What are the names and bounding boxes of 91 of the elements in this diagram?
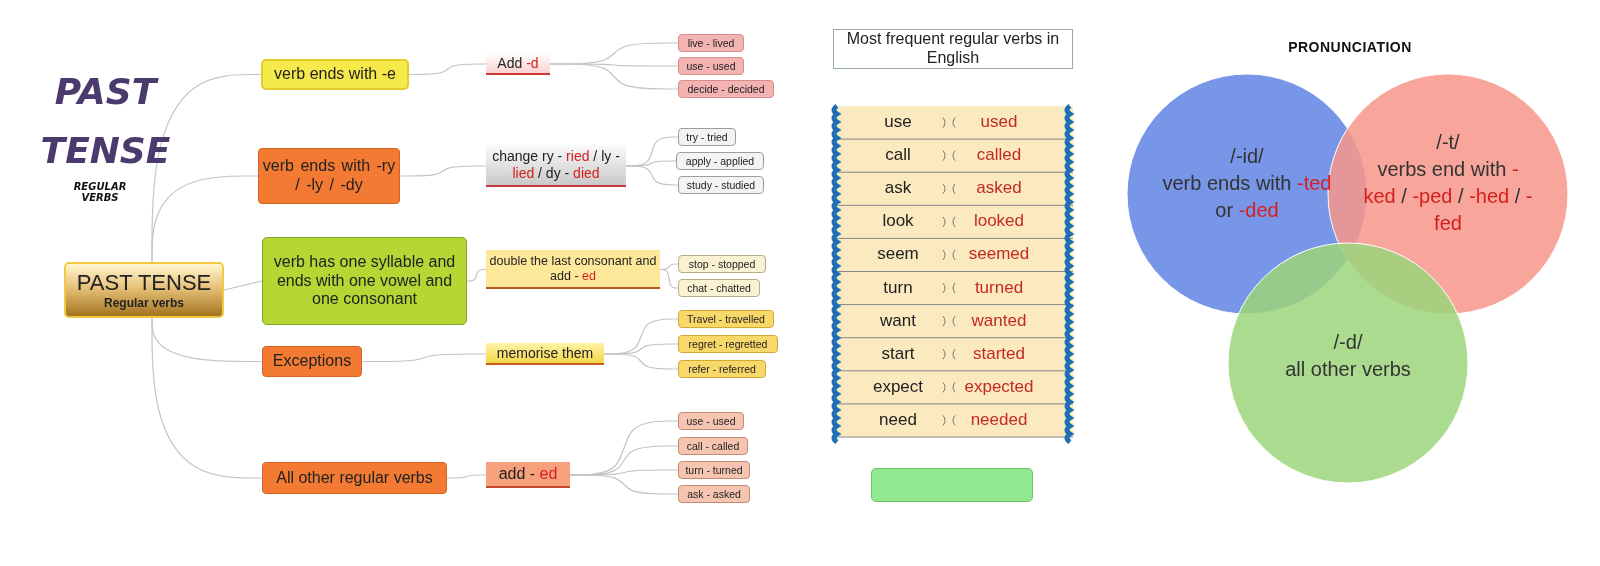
past-form-text: turned (973, 277, 1025, 298)
past-form-text: started (972, 343, 1026, 364)
past-form-text: seemed (967, 244, 1031, 265)
node-text: regret - regretted (687, 337, 769, 351)
example-box (678, 461, 750, 479)
past-form-text: needed (969, 409, 1029, 430)
central-topic-box (64, 262, 224, 318)
node-text: All other regular verbs (275, 468, 434, 488)
example-box (678, 412, 744, 430)
verb-text: start (880, 343, 916, 364)
title-text: PAST TENSE (39, 70, 172, 174)
example-box (678, 360, 766, 378)
example-box (678, 485, 750, 503)
connector-line (659, 268, 679, 289)
node-text: use - used (685, 59, 737, 73)
example-box (678, 335, 778, 353)
branch-box (261, 59, 409, 90)
verb-text: ask (883, 178, 913, 199)
example-box (676, 152, 764, 170)
node-text: use - used (685, 414, 737, 428)
topic-subtitle: Regular verbs (102, 295, 185, 311)
node-text: Most frequent regular verbs in English (845, 30, 1061, 68)
connector-line (151, 317, 263, 479)
node-text: verb ends with -ry / -ly / -dy (261, 157, 397, 195)
section-heading: PRONUNCIATION (1287, 39, 1413, 55)
node-text: verb has one syllable and ends with one vowel and one consonant (272, 252, 457, 310)
verb-text: look (881, 211, 915, 232)
connector-line (446, 474, 487, 479)
past-form-text: called (975, 145, 1023, 166)
connector-line (466, 268, 487, 282)
example-box (678, 437, 748, 455)
node-text: try - tried (685, 130, 729, 144)
verb-text: expect (871, 376, 925, 397)
node-text: add - ed (497, 464, 559, 484)
node-text: study - studied (685, 178, 757, 192)
sound-label: /-id/ (1229, 143, 1265, 169)
rule-text: verbs end with -ked / -ped / -hed / -fed (1362, 157, 1534, 236)
branch-box (258, 148, 400, 204)
node-text: call - called (685, 439, 741, 453)
node-text: turn - turned (684, 463, 744, 477)
sound-label: /-t/ (1435, 130, 1461, 155)
verb-text: call (884, 145, 912, 166)
topic-title: PAST TENSE (75, 269, 213, 296)
node-text: Exceptions (271, 352, 353, 371)
node-text: double the last consonant and add - ed (488, 253, 658, 284)
connector-line (625, 165, 679, 186)
branch-box (262, 462, 447, 494)
verb-text: use (883, 112, 913, 132)
example-box (678, 80, 774, 98)
branch-box (262, 237, 467, 325)
empty-box (871, 468, 1033, 502)
node-text: refer - referred (687, 362, 757, 376)
node-text: Travel - travelled (686, 312, 766, 326)
node-text: change ry - ried / ly - lied / dy - died (491, 148, 621, 182)
verb-text: seem (876, 244, 920, 265)
example-box (678, 34, 744, 52)
connector-line (549, 63, 679, 90)
verb-text: need (878, 409, 918, 430)
past-form-text: asked (975, 178, 1023, 199)
connector-line (151, 175, 259, 263)
connector-line (399, 165, 487, 177)
verb-text: want (879, 310, 917, 331)
sound-label: /-d/ (1332, 330, 1364, 355)
example-box (678, 128, 736, 146)
branch-box (262, 346, 362, 377)
past-form-text: used (979, 112, 1019, 132)
past-form-text: wanted (970, 310, 1028, 331)
node-text: stop - stopped (687, 257, 757, 271)
node-text: live - lived (686, 36, 736, 50)
verb-text: turn (882, 277, 914, 298)
subtitle-text: REGULAR VERBS (72, 181, 128, 203)
node-text: decide - decided (686, 82, 766, 96)
connector-line (408, 63, 487, 76)
node-text: Add -d (496, 54, 540, 72)
connector-line (223, 280, 263, 291)
connector-line (569, 474, 679, 495)
node-text: apply - applied (684, 154, 756, 168)
example-box (678, 255, 766, 273)
node-text: ask - asked (686, 487, 742, 501)
node-text: verb ends with -e (273, 65, 397, 84)
example-box (678, 57, 744, 75)
connector-line (361, 353, 487, 363)
node-text: memorise them (495, 344, 595, 362)
node-text: chat - chatted (686, 281, 752, 295)
example-box (678, 310, 774, 328)
example-box (678, 279, 760, 297)
rule-text: all other verbs (1284, 357, 1412, 382)
past-form-text: expected (963, 376, 1035, 397)
example-box (678, 176, 764, 194)
past-form-text: looked (972, 211, 1026, 232)
connector-line (603, 353, 679, 370)
